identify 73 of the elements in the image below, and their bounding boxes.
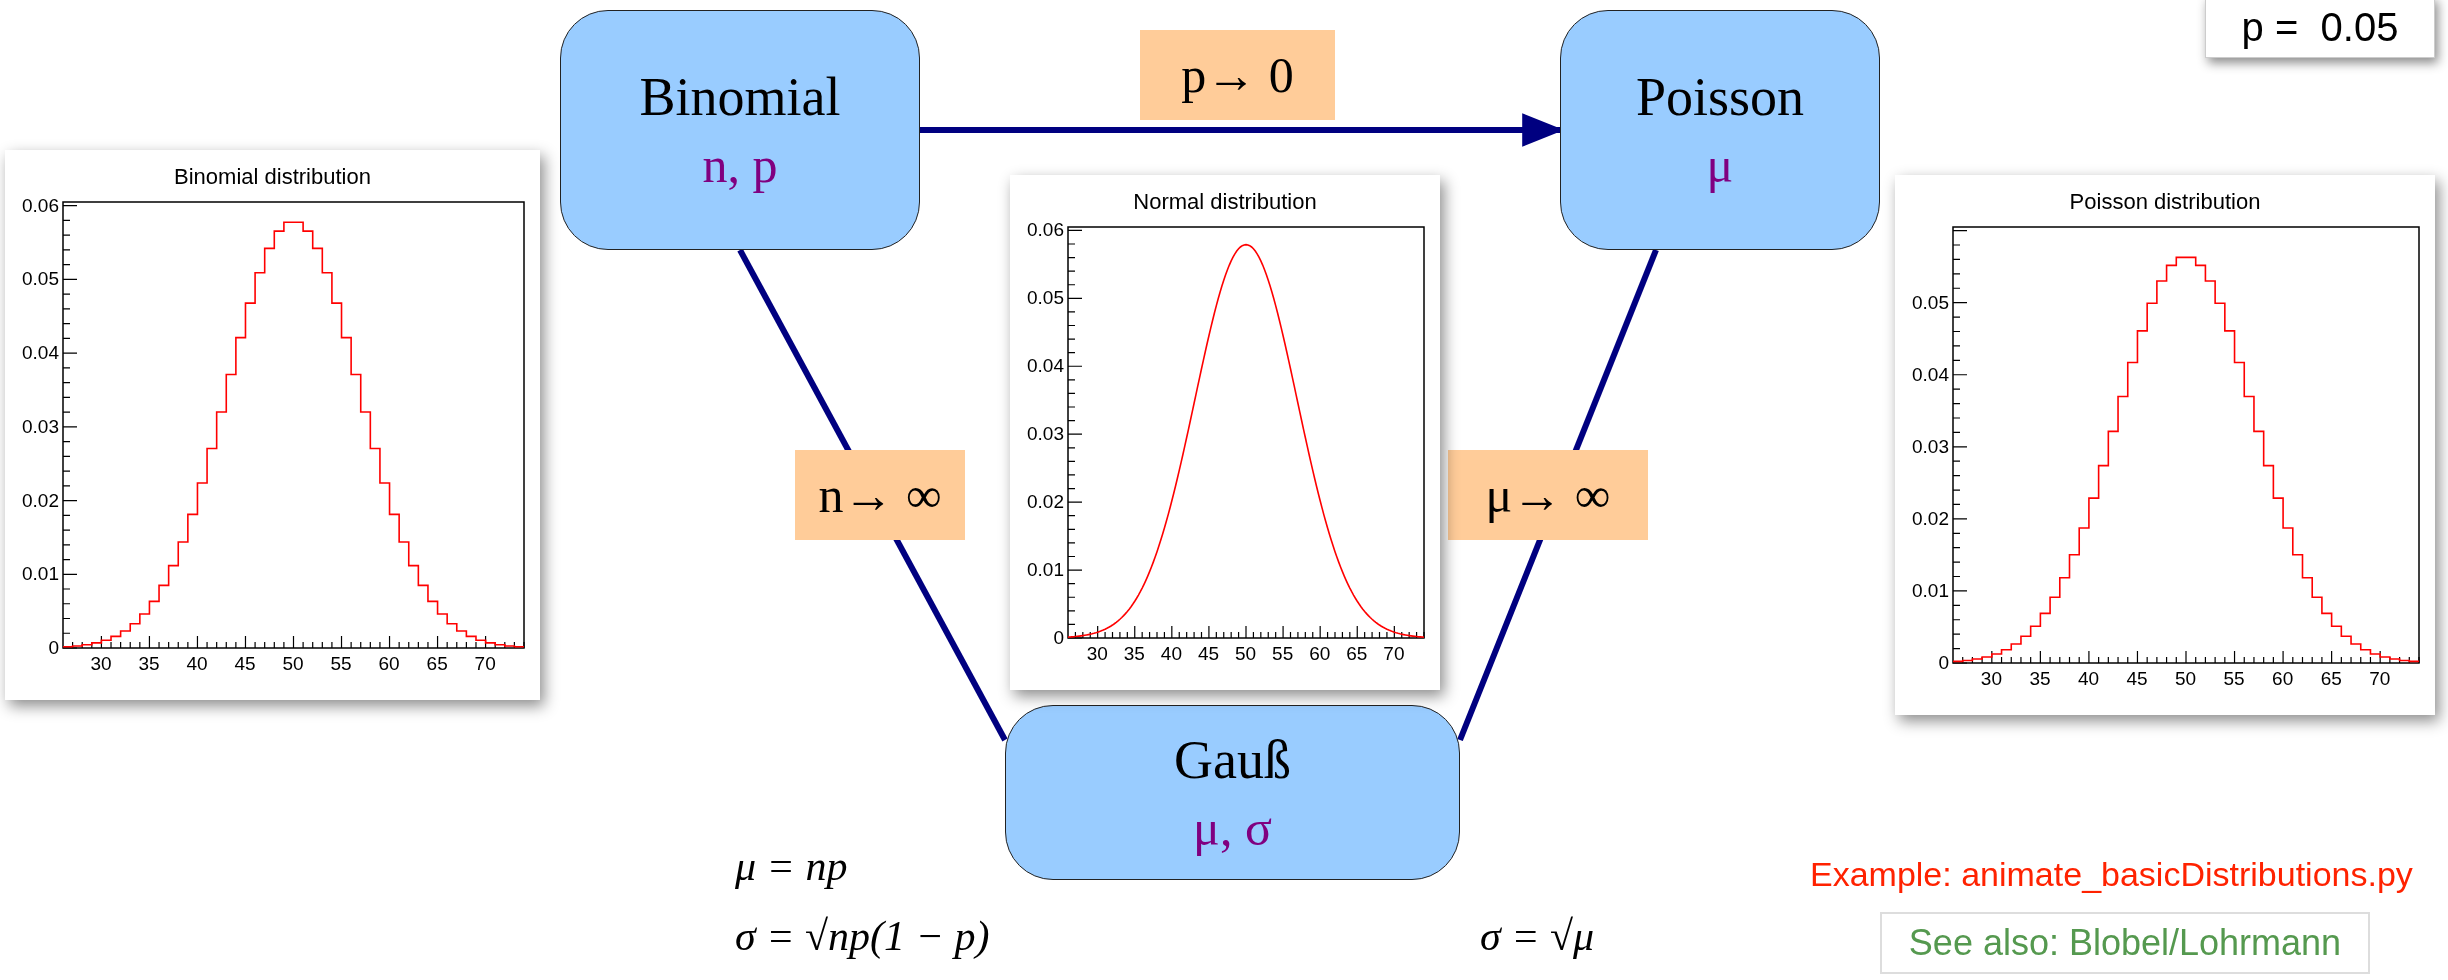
- parameter-text: μ, σ: [1193, 798, 1272, 857]
- axis-tick-label: 0.04: [22, 343, 59, 364]
- axis-tick-label: 0.01: [22, 564, 59, 585]
- axis-tick-label: 0.06: [22, 195, 59, 216]
- distribution-chart: [5, 150, 540, 700]
- distribution-box: [560, 10, 920, 250]
- axis-tick-label: 55: [2223, 669, 2245, 689]
- axis-tick-label: 0: [1053, 628, 1064, 648]
- example-note: Example: animate_basicDistributions.py: [1810, 855, 2413, 894]
- axis-tick-label: 65: [1346, 644, 1368, 664]
- axis-tick-label: 45: [2126, 669, 2148, 689]
- axis-tick-label: 55: [330, 654, 352, 674]
- formula: σ = √np(1 − p): [735, 912, 990, 960]
- axis-tick-label: 0.04: [1027, 356, 1064, 377]
- parameter-box: [2205, 0, 2435, 58]
- axis-tick-label: 0.05: [22, 269, 59, 290]
- axis-tick-label: 0.04: [1912, 364, 1949, 385]
- axis-tick-label: 70: [474, 654, 496, 674]
- axis-tick-label: 0.03: [1912, 436, 1949, 457]
- axis-tick-label: 65: [2320, 669, 2342, 689]
- axis-tick-label: 70: [1383, 644, 1405, 664]
- axis-tick-label: 70: [2369, 669, 2391, 689]
- parameter-text: n, p: [702, 136, 778, 194]
- axis-tick-label: 60: [378, 654, 400, 674]
- chart-title: Normal distribution: [1132, 189, 1318, 215]
- axis-tick-label: 0.05: [1912, 292, 1949, 313]
- parameter-value: p = 0.05: [2241, 4, 2399, 50]
- axis-tick-label: 60: [1309, 644, 1331, 664]
- reference-note: See also: Blobel/Lohrmann: [1908, 922, 2342, 964]
- axis-tick-label: 55: [1272, 644, 1294, 664]
- distribution-chart: [1895, 175, 2435, 715]
- axis-tick-label: 30: [1086, 644, 1108, 664]
- distribution-name: Binomial: [639, 66, 841, 128]
- axis-tick-label: 60: [2272, 669, 2294, 689]
- axis-tick-label: 0.03: [1027, 424, 1064, 445]
- axis-tick-label: 40: [1160, 644, 1182, 664]
- axis-tick-label: 0.06: [1027, 220, 1064, 241]
- distribution-chart: [1010, 175, 1440, 690]
- axis-tick-label: 0.01: [1027, 560, 1064, 581]
- distribution-name: Gauß: [1174, 728, 1291, 791]
- axis-tick-label: 35: [138, 654, 160, 674]
- formula: σ = √μ: [1480, 912, 1595, 960]
- chart-title: Poisson distribution: [2068, 189, 2262, 215]
- formula: μ = np: [735, 842, 848, 890]
- axis-tick-label: 45: [234, 654, 256, 674]
- reference-box: [1880, 912, 2370, 974]
- axis-tick-label: 0.01: [1912, 580, 1949, 601]
- axis-tick-label: 0.02: [1027, 492, 1064, 513]
- axis-tick-label: 0.05: [1027, 288, 1064, 309]
- chart-title: Binomial distribution: [173, 164, 372, 190]
- axis-tick-label: 30: [1980, 669, 2002, 689]
- axis-tick-label: 50: [2175, 669, 2197, 689]
- axis-tick-label: 0.02: [1912, 508, 1949, 529]
- parameter-text: μ: [1706, 136, 1734, 194]
- axis-tick-label: 50: [1235, 644, 1257, 664]
- axis-tick-label: 40: [186, 654, 208, 674]
- distribution-box: [1560, 10, 1880, 250]
- edge-label: p→ 0: [1140, 30, 1335, 120]
- axis-tick-label: 35: [1123, 644, 1145, 664]
- axis-tick-label: 45: [1197, 644, 1220, 664]
- distribution-name: Poisson: [1635, 66, 1805, 128]
- axis-tick-label: 50: [282, 654, 304, 674]
- axis-tick-label: 0.02: [22, 490, 59, 511]
- axis-tick-label: 40: [2077, 669, 2100, 689]
- edge-label: n→ ∞: [795, 450, 965, 540]
- axis-tick-label: 0: [48, 638, 59, 658]
- edge-label: μ→ ∞: [1448, 450, 1648, 540]
- axis-tick-label: 0: [1938, 653, 1949, 673]
- axis-tick-label: 0.03: [22, 416, 59, 437]
- axis-tick-label: 30: [90, 654, 112, 674]
- axis-tick-label: 35: [2029, 669, 2051, 689]
- axis-tick-label: 65: [426, 654, 448, 674]
- distribution-box: [1005, 705, 1460, 880]
